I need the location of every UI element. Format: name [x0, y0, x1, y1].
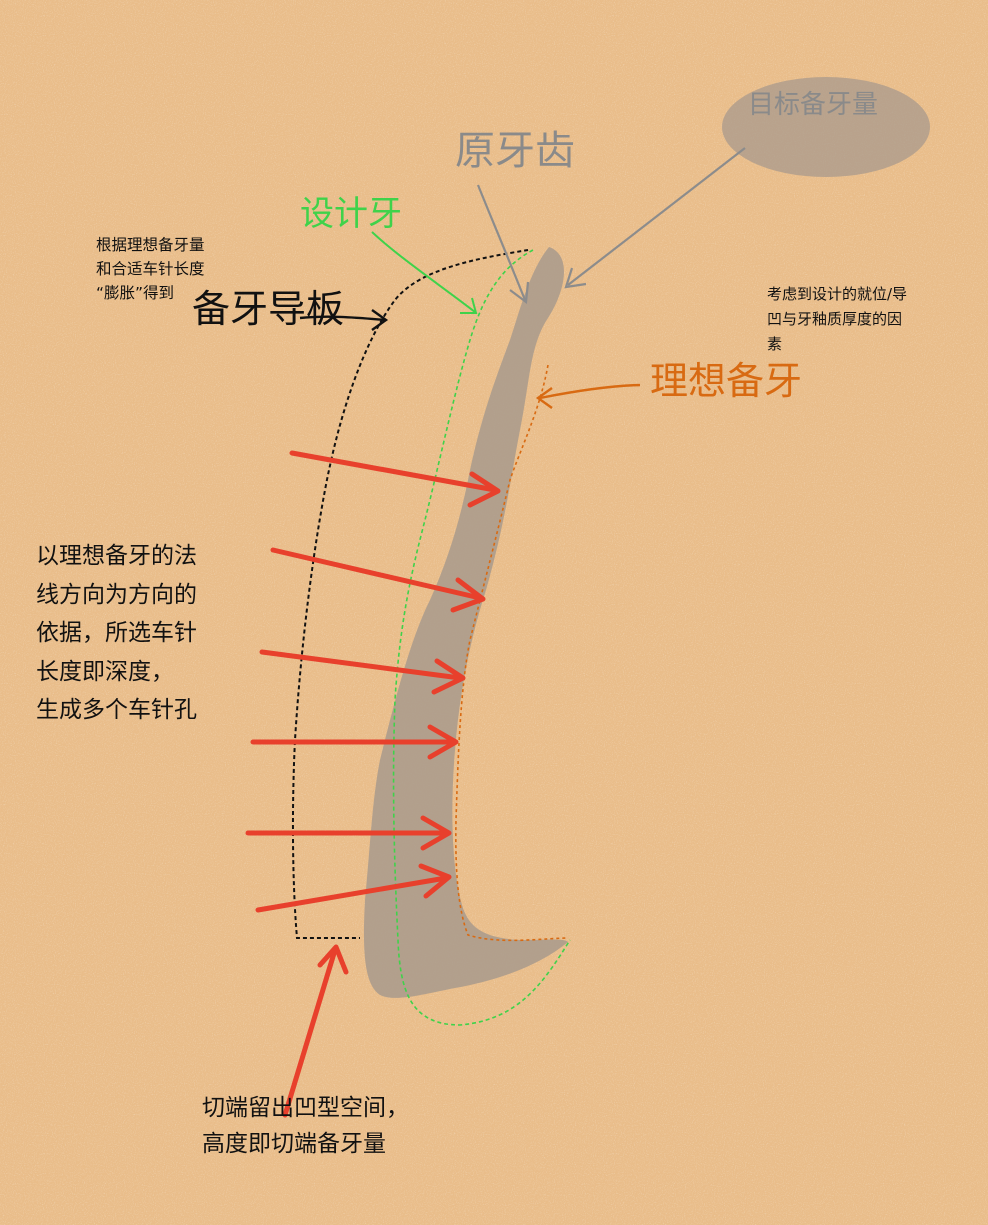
- target-prep-pointer: [567, 147, 746, 286]
- guide-plate-pointer-head: [371, 309, 389, 331]
- original-tooth-pointer: [476, 184, 527, 301]
- guide-note: 根据理想备牙量 和合适车针长度 “膨胀”得到: [96, 236, 205, 302]
- ideal-prep-pointer: [539, 383, 641, 400]
- target-prep-label: 目标备牙量: [748, 90, 879, 120]
- red-arrow-icon: [255, 863, 452, 913]
- red-arrow-icon: [289, 450, 501, 508]
- drill-arrows: [245, 450, 501, 1118]
- red-arrow-icon: [259, 649, 466, 695]
- target-prep-cloud: [722, 77, 930, 177]
- original-tooth-shape: [363, 247, 568, 998]
- ideal-prep-outline: [455, 364, 569, 942]
- guide-plate-label: 备牙导板: [192, 287, 345, 331]
- factors-note: 考虑到设计的就位/导 凹与牙釉质厚度的因 素: [767, 285, 908, 353]
- normal-direction-note: 以理想备牙的法 线方向为方向的 依据，所选车针 长度即深度， 生成多个车针孔: [36, 543, 197, 723]
- original-tooth-label: 原牙齿: [455, 128, 575, 174]
- original-tooth-pointer-head: [509, 281, 530, 305]
- ideal-prep-pointer-head: [535, 387, 553, 409]
- target-prep-pointer-head: [564, 267, 587, 289]
- design-tooth-pointer-head: [460, 297, 478, 314]
- design-tooth-pointer: [371, 231, 476, 313]
- incisal-note: 切端留出凹型空间， 高度即切端备牙量: [202, 1095, 409, 1157]
- design-tooth-outline: [392, 249, 571, 1026]
- design-tooth-label: 设计牙: [300, 194, 402, 234]
- ideal-prep-label: 理想备牙: [650, 359, 803, 403]
- guide-plate-pointer: [299, 315, 386, 322]
- red-arrow-icon: [250, 724, 459, 760]
- guide-plate-outline: [291, 249, 529, 939]
- red-arrow-icon: [282, 944, 349, 1118]
- red-arrow-icon: [245, 815, 452, 851]
- red-arrow-icon: [270, 547, 486, 613]
